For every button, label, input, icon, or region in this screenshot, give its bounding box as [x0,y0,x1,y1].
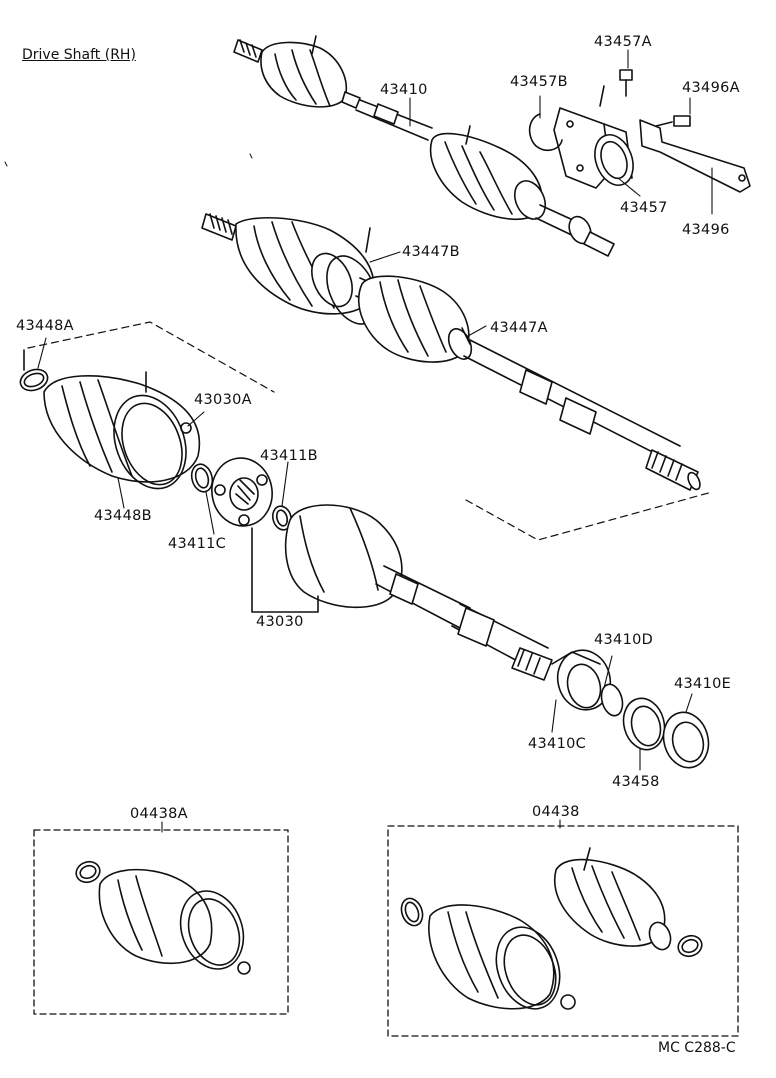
scan-marks [4,153,253,167]
part-label-43496A: 43496A [682,80,740,96]
part-label-43447A: 43447A [490,320,548,336]
diagram-code: MC C288-C [658,1040,736,1056]
snap-rings [190,463,293,531]
kit-04438A-parts [75,860,251,975]
kit-04438-parts [400,847,703,1010]
bearing-set [551,649,710,769]
diagram-title: Drive Shaft (RH) [22,47,136,63]
part-label-43030A: 43030A [194,392,252,408]
tripod-joint [211,457,273,527]
kit-label-04438: 04438 [532,804,580,820]
part-label-43448B: 43448B [94,508,152,524]
part-label-43410: 43410 [380,82,428,98]
top-drive-shaft [233,35,615,257]
part-label-43457B: 43457B [510,74,568,90]
explode-dashed-frame [27,321,713,541]
boot-43448 [19,349,201,490]
part-label-43410D: 43410D [594,632,654,648]
part-label-43410C: 43410C [528,736,587,752]
part-label-43447B: 43447B [402,244,460,260]
bearing-bracket [528,69,634,189]
kit-box-04438A [33,829,289,1015]
part-label-43030: 43030 [256,614,304,630]
kit-label-04438A: 04438A [130,806,188,822]
part-label-43411C: 43411C [168,536,227,552]
part-label-43457: 43457 [620,200,668,216]
main-drive-shaft [201,213,701,491]
support-strap [639,115,751,193]
part-label-43496: 43496 [682,222,730,238]
part-label-43458: 43458 [612,774,660,790]
kit-box-04438 [387,825,739,1037]
leader-lines [37,49,713,833]
part-label-43411B: 43411B [260,448,318,464]
part-label-43448A: 43448A [16,318,74,334]
joint-housing-43030 [251,504,553,681]
part-label-43457A: 43457A [594,34,652,50]
part-label-43410E: 43410E [674,676,732,692]
